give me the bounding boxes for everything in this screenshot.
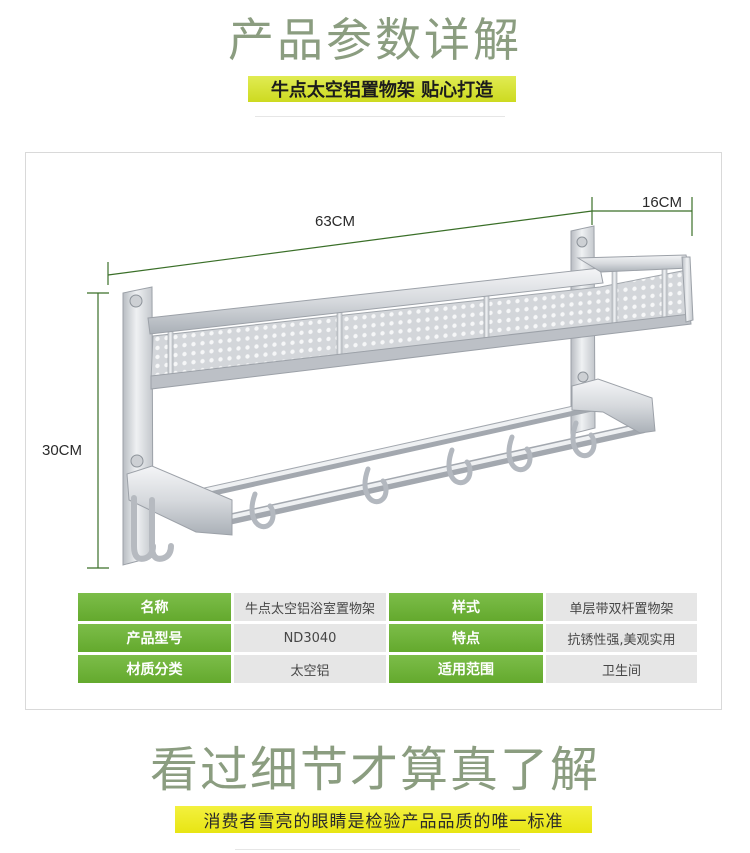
divider <box>235 849 520 850</box>
spec-label-material: 材质分类 <box>78 655 231 683</box>
spec-value-name: 牛点太空铝浴室置物架 <box>234 593 386 621</box>
spec-label-name: 名称 <box>78 593 231 621</box>
spec-label-model: 产品型号 <box>78 624 231 652</box>
spec-label-style: 样式 <box>389 593 543 621</box>
title-banner: 牛点太空铝置物架 贴心打造 <box>248 76 516 102</box>
product-frame <box>25 152 722 710</box>
detail-title: 看过细节才算真了解 <box>149 742 600 798</box>
spec-value-model: ND3040 <box>234 624 386 652</box>
spec-value-style: 单层带双杆置物架 <box>546 593 697 621</box>
spec-table: 名称 牛点太空铝浴室置物架 样式 单层带双杆置物架 产品型号 ND3040 特点… <box>78 593 697 683</box>
spec-label-usage: 适用范围 <box>389 655 543 683</box>
spec-label-feature: 特点 <box>389 624 543 652</box>
divider <box>255 116 505 117</box>
spec-value-material: 太空铝 <box>234 655 386 683</box>
page-title: 产品参数详解 <box>228 13 522 67</box>
spec-value-feature: 抗锈性强,美观实用 <box>546 624 697 652</box>
slogan-banner: 消费者雪亮的眼睛是检验产品品质的唯一标准 <box>175 806 592 833</box>
spec-value-usage: 卫生间 <box>546 655 697 683</box>
